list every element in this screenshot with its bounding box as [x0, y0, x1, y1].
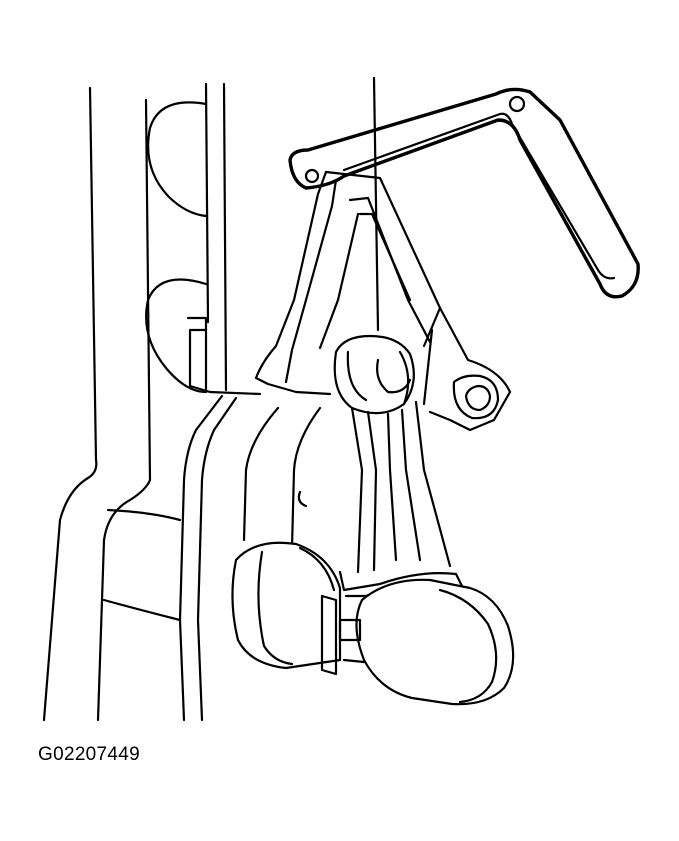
- connecting-rod: [338, 400, 464, 598]
- crankshaft-journal: [231, 541, 515, 706]
- upper-pivot: [333, 334, 500, 420]
- tool-handle: [288, 87, 640, 299]
- technical-diagram: [42, 76, 640, 722]
- tool-frame: [254, 170, 512, 432]
- engine-block: [42, 76, 380, 722]
- figure-code: G02207449: [38, 744, 141, 765]
